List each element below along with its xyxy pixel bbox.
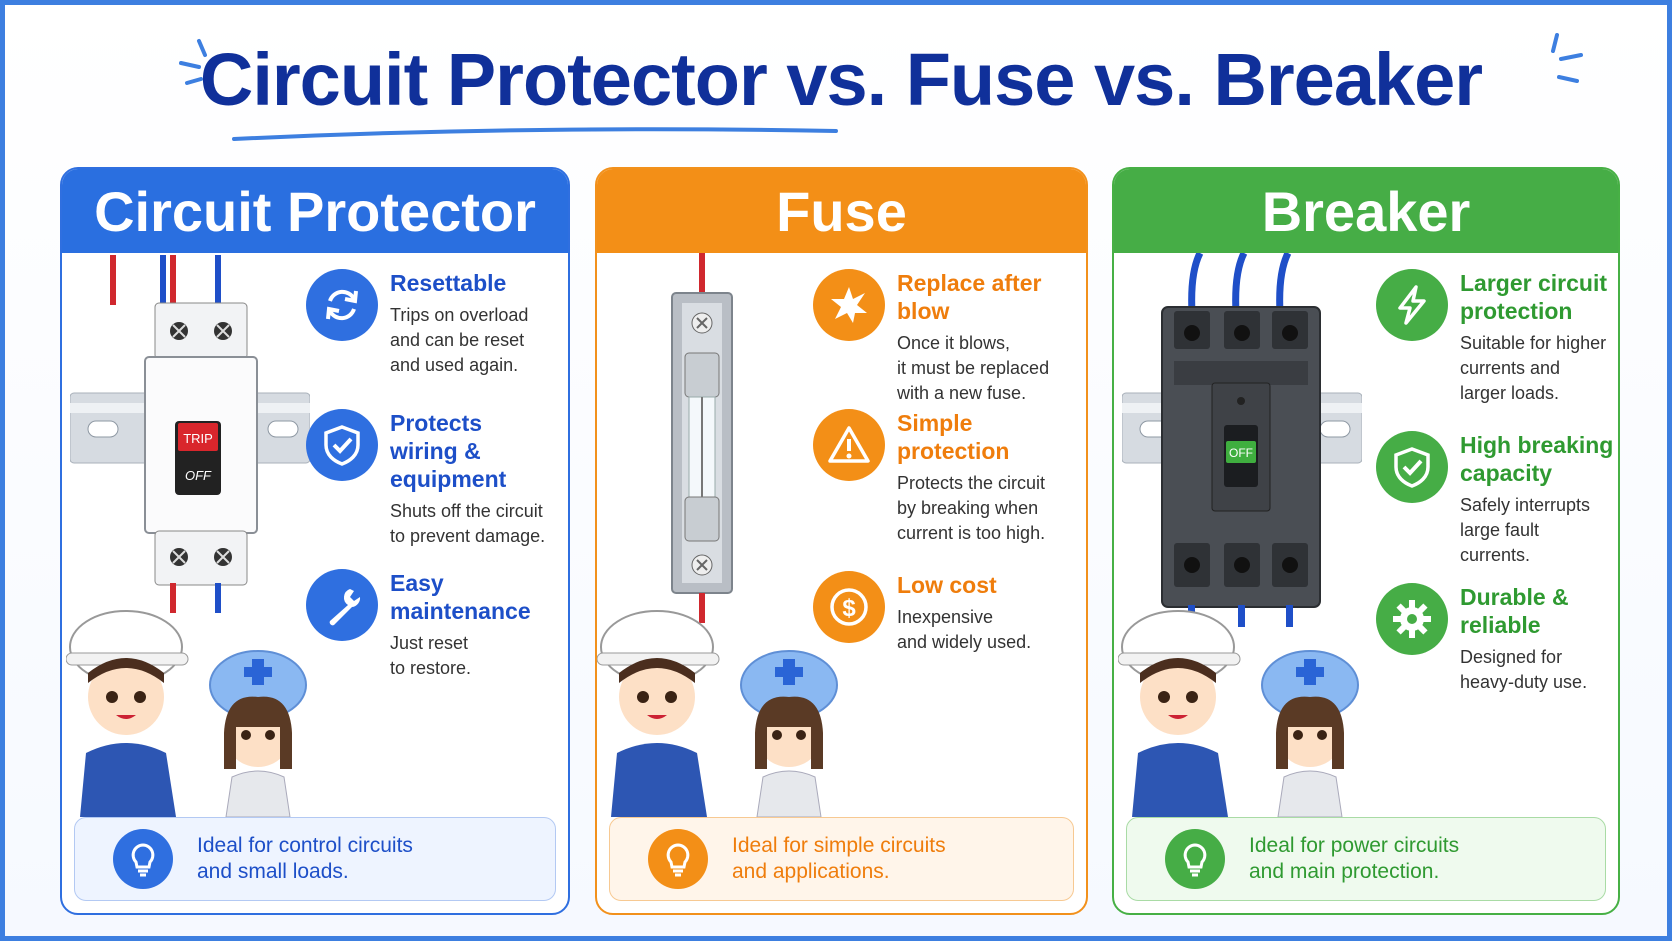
feature-desc-line: Protects the circuit xyxy=(897,473,1046,493)
ideal-text-line: Ideal for simple circuits xyxy=(732,834,946,857)
ideal-text-line: and applications. xyxy=(732,860,890,883)
feature-title-line: High breaking xyxy=(1460,432,1614,458)
feature-title-line: protection xyxy=(1460,298,1573,324)
feature-durable-reliable: Durable & reliable Designed for heavy-du… xyxy=(1376,583,1587,695)
ideal-text-line: and small loads. xyxy=(197,860,349,883)
title-underline xyxy=(232,127,838,141)
ideal-text-line: Ideal for control circuits xyxy=(197,834,413,857)
ideal-for-panel: Ideal for power circuits and main protec… xyxy=(1126,817,1606,901)
lightbulb-icon xyxy=(113,829,173,889)
feature-desc-line: heavy-duty use. xyxy=(1460,672,1588,692)
feature-desc-line: and can be reset xyxy=(390,330,525,350)
off-label: OFF xyxy=(1229,446,1253,460)
feature-low-cost: $ Low cost Inexpensive and widely used. xyxy=(813,571,1031,655)
column-header: Fuse xyxy=(597,169,1086,253)
feature-high-breaking-capacity: High breaking capacity Safely interrupts… xyxy=(1376,431,1613,568)
feature-desc-line: Inexpensive xyxy=(897,607,994,627)
lightning-icon xyxy=(1376,269,1448,341)
wrench-icon xyxy=(306,569,378,641)
column-header: Circuit Protector xyxy=(62,169,568,253)
feature-desc-line: Safely interrupts xyxy=(1460,495,1591,515)
feature-desc-line: larger loads. xyxy=(1460,383,1560,403)
feature-title-line: Simple xyxy=(897,410,973,436)
feature-desc-line: Suitable for higher xyxy=(1460,333,1607,353)
feature-title-line: protection xyxy=(897,438,1010,464)
sparkle-right-icon xyxy=(1551,33,1583,83)
ideal-text-line: Ideal for power circuits xyxy=(1249,834,1460,857)
circuit-protector-device-illustration: TRIP OFF xyxy=(70,255,310,613)
feature-title-line: Resettable xyxy=(390,270,507,296)
feature-desc-line: it must be replaced xyxy=(897,358,1050,378)
page-title: Circuit Protector vs. Fuse vs. Breaker xyxy=(199,38,1483,121)
feature-desc-line: to restore. xyxy=(390,658,472,678)
breaker-device-illustration: OFF xyxy=(1122,253,1362,627)
ideal-text-line: and main protection. xyxy=(1249,860,1440,883)
feature-resettable: Resettable Trips on overload and can be … xyxy=(306,269,528,378)
engineer-characters-illustration xyxy=(66,610,307,817)
feature-desc-line: Once it blows, xyxy=(897,333,1011,353)
feature-title-line: equipment xyxy=(390,466,507,492)
ideal-for-panel: Ideal for simple circuits and applicatio… xyxy=(609,817,1074,901)
feature-desc-line: and used again. xyxy=(390,355,519,375)
feature-protects-wiring: Protects wiring & equipment Shuts off th… xyxy=(306,409,545,549)
ideal-for-panel: Ideal for control circuits and small loa… xyxy=(74,817,556,901)
feature-desc-line: Just reset xyxy=(390,633,469,653)
shield-check-icon xyxy=(1376,431,1448,503)
feature-desc-line: Designed for xyxy=(1460,647,1563,667)
feature-title-line: Low cost xyxy=(897,572,997,598)
off-label: OFF xyxy=(185,468,212,483)
trip-label: TRIP xyxy=(183,431,213,446)
feature-title-line: Durable & xyxy=(1460,584,1569,610)
feature-desc-line: large fault xyxy=(1460,520,1540,540)
feature-easy-maintenance: Easy maintenance Just reset to restore. xyxy=(306,569,531,681)
circuit-protector-column: Circuit Protector TRIP OFF xyxy=(60,167,570,915)
feature-desc-line: Trips on overload xyxy=(390,305,529,325)
feature-desc-line: by breaking when xyxy=(897,498,1039,518)
feature-larger-protection: Larger circuit protection Suitable for h… xyxy=(1376,269,1607,406)
sparkle-left-icon xyxy=(179,39,207,85)
column-header: Breaker xyxy=(1114,169,1618,253)
lightbulb-icon xyxy=(1165,829,1225,889)
feature-title-line: maintenance xyxy=(390,598,531,624)
feature-title-line: Larger circuit xyxy=(1460,270,1607,296)
feature-desc-line: currents. xyxy=(1460,545,1531,565)
feature-title-line: capacity xyxy=(1460,460,1553,486)
svg-text:$: $ xyxy=(842,595,856,622)
feature-title-line: reliable xyxy=(1460,612,1541,638)
gear-icon xyxy=(1376,583,1448,655)
feature-desc-line: with a new fuse. xyxy=(897,383,1027,403)
feature-desc-line: and widely used. xyxy=(897,632,1032,652)
engineer-characters-illustration xyxy=(597,610,838,817)
burst-icon xyxy=(813,269,885,341)
feature-title-line: Protects xyxy=(390,410,483,436)
feature-simple-protection: Simple protection Protects the circuit b… xyxy=(813,409,1045,546)
feature-desc-line: currents and xyxy=(1460,358,1561,378)
refresh-icon xyxy=(306,269,378,341)
feature-desc-line: to prevent damage. xyxy=(390,526,546,546)
feature-replace-after-blow: Replace after blow Once it blows, it mus… xyxy=(813,269,1086,406)
fuse-device-illustration xyxy=(671,253,733,623)
breaker-column: Breaker OFF Larg xyxy=(1112,167,1620,915)
shield-check-icon xyxy=(306,409,378,481)
dollar-icon: $ xyxy=(813,571,885,643)
feature-title-line: Replace after blow xyxy=(897,270,1042,324)
fuse-column: Fuse Replace after blow Once it blows, i… xyxy=(595,167,1088,915)
feature-title-line: Easy xyxy=(390,570,444,596)
feature-title-line: wiring & xyxy=(390,438,481,464)
engineer-characters-illustration xyxy=(1118,610,1359,817)
feature-desc-line: current is too high. xyxy=(897,523,1046,543)
warning-icon xyxy=(813,409,885,481)
lightbulb-icon xyxy=(648,829,708,889)
feature-desc-line: Shuts off the circuit xyxy=(390,501,543,521)
